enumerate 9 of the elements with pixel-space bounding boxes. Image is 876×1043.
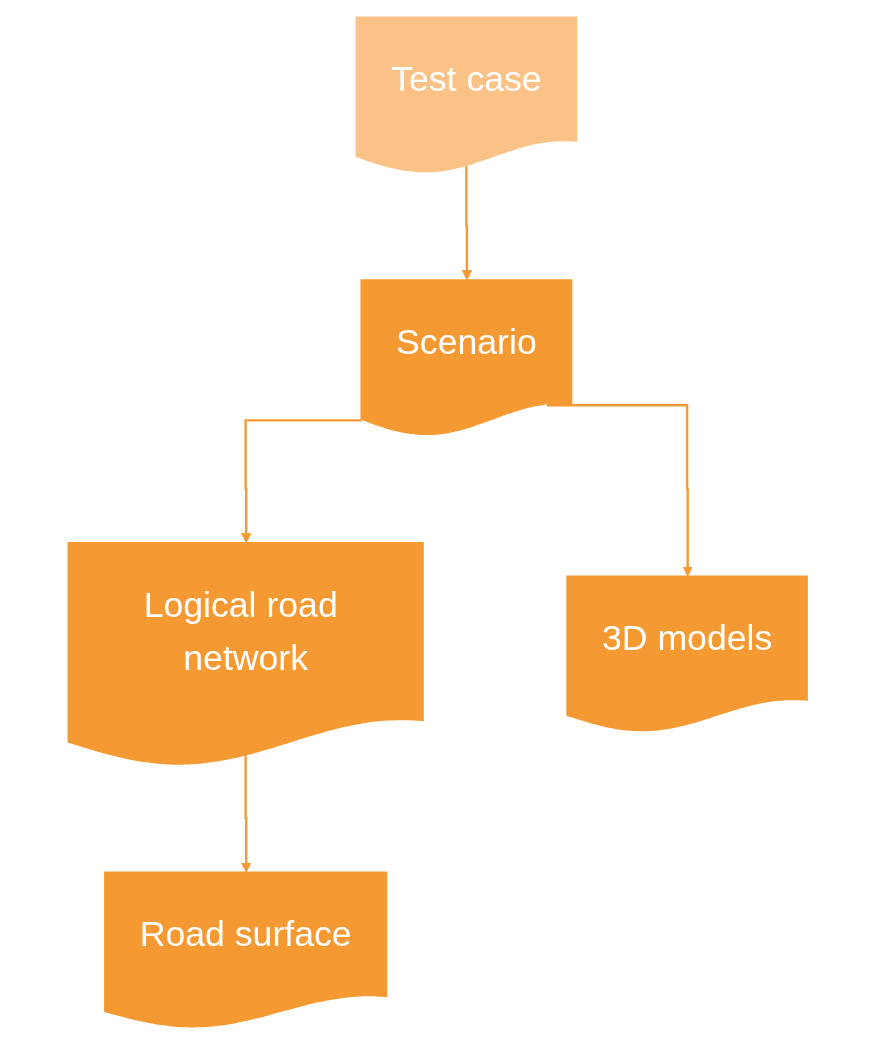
arrow (462, 164, 473, 280)
node-box: Logical road network (67, 541, 425, 765)
node-box: 3D models (566, 574, 809, 731)
arrow (241, 754, 252, 873)
node-box: Scenario (360, 278, 573, 435)
node-box: Test case (355, 16, 578, 172)
node-box: Road surface (104, 871, 388, 1027)
arrow (241, 418, 363, 543)
arrow (547, 403, 694, 576)
